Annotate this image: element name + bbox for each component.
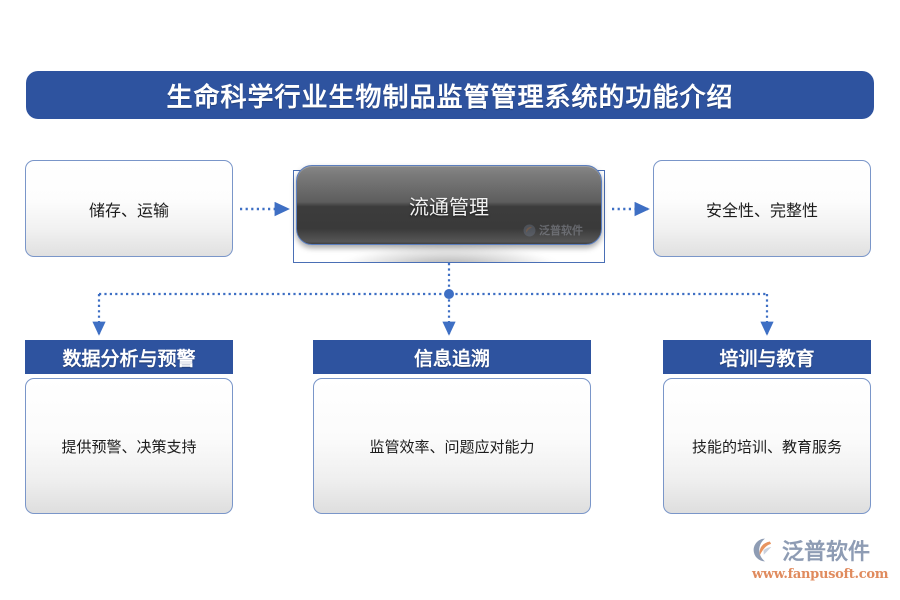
fanpu-logo-icon [753,538,772,562]
box-storage-transport[interactable]: 储存、运输 [25,160,233,257]
column-body-training-education[interactable]: 技能的培训、教育服务 [663,378,871,514]
footer-logo-row: 泛普软件 [752,534,884,566]
page-title: 生命科学行业生物制品监管管理系统的功能介绍 [166,82,734,113]
column-body-label-1: 监管效率、问题应对能力 [369,437,535,456]
center-node-button[interactable]: 流通管理 泛普软件 [296,165,602,245]
center-watermark: 泛普软件 [523,222,583,238]
column-header-label-2: 培训与教育 [719,347,815,370]
column-header-info-tracing[interactable]: 信息追溯 [313,340,591,374]
box-safety-integrity[interactable]: 安全性、完整性 [653,160,871,257]
brand-swoosh-icon [523,224,536,236]
center-watermark-text: 泛普软件 [539,225,583,237]
column-body-label-2: 技能的培训、教育服务 [691,437,842,456]
column-header-data-analysis[interactable]: 数据分析与预警 [25,340,233,374]
footer-logo[interactable]: 泛普软件 www.fanpusoft.com [752,534,889,590]
column-header-label-0: 数据分析与预警 [62,347,196,370]
center-node-wrapper[interactable]: 流通管理 泛普软件 [293,165,605,263]
footer-brand-name: 泛普软件 [782,540,871,565]
box-storage-transport-label: 储存、运输 [88,200,169,220]
column-header-label-1: 信息追溯 [413,347,490,370]
footer-url: www.fanpusoft.com [752,567,889,582]
column-header-training-education[interactable]: 培训与教育 [663,340,871,374]
center-node-label: 流通管理 [409,194,489,219]
page-title-banner: 生命科学行业生物制品监管管理系统的功能介绍 [26,71,874,119]
column-body-info-tracing[interactable]: 监管效率、问题应对能力 [313,378,591,514]
column-body-label-0: 提供预警、决策支持 [61,437,197,456]
column-body-data-analysis[interactable]: 提供预警、决策支持 [25,378,233,514]
box-safety-integrity-label: 安全性、完整性 [705,200,818,220]
connector-junction-dot [444,289,454,299]
center-node-reflection [334,244,564,262]
